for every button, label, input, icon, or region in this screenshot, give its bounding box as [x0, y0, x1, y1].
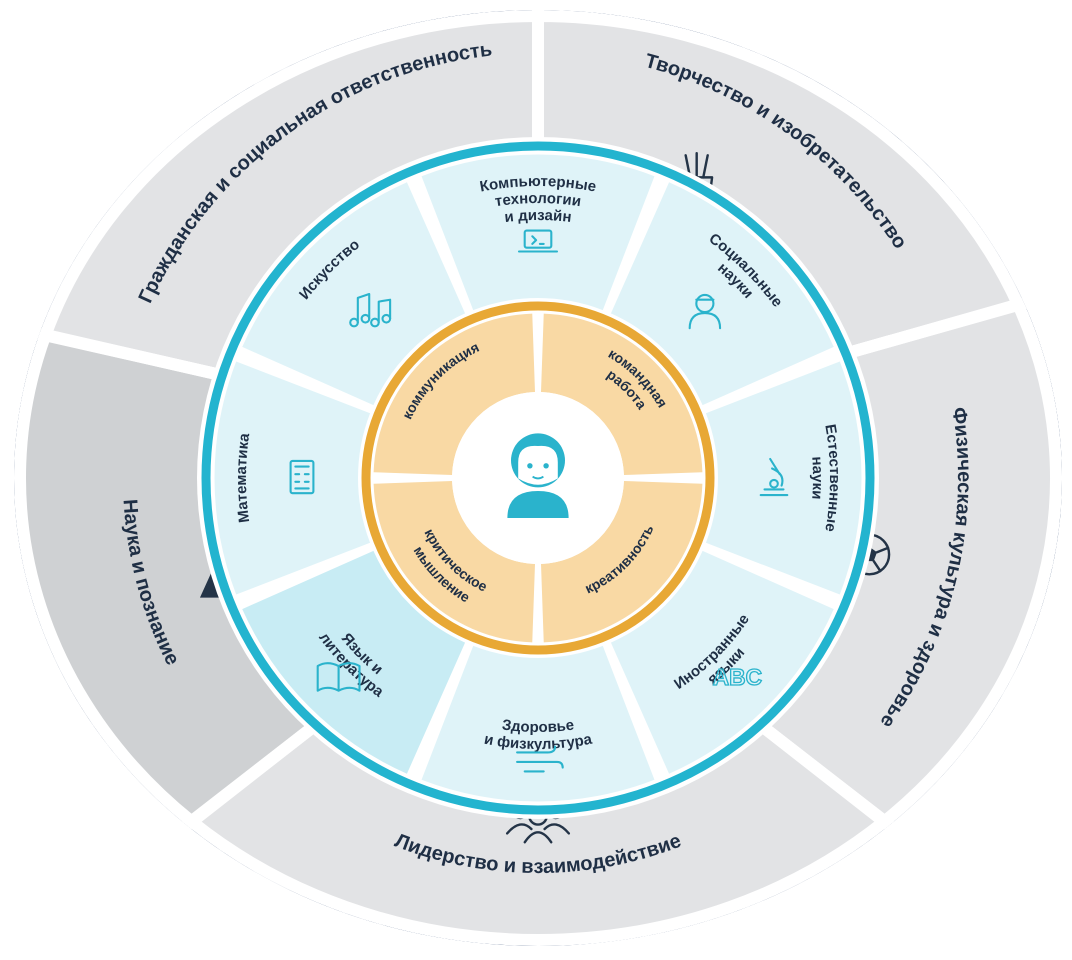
middle-sector-label: Здоровье [501, 716, 575, 736]
middle-sector-label-path: технологии [494, 190, 582, 210]
child-face-icon [507, 433, 569, 518]
middle-sector [705, 361, 862, 595]
inner-quadrant [373, 313, 535, 475]
calculator-icon [289, 459, 315, 495]
outer-divider [756, 720, 891, 830]
outer-divider [844, 297, 1024, 360]
middle-sector-label-path: и дизайн [504, 207, 573, 226]
outer-divider [185, 720, 320, 830]
middle-sector [610, 182, 834, 406]
middle-sector-label-path: Здоровье [501, 716, 575, 736]
outer-divider [40, 328, 224, 382]
middle-sector-label: науки [808, 456, 826, 500]
music-notes-icon [349, 292, 392, 328]
middle-sector-label-path: Математика [233, 432, 253, 524]
middle-sector-label: Математика [233, 432, 253, 524]
open-book-icon [316, 662, 361, 692]
svg-text:ABC: ABC [713, 664, 762, 690]
middle-sector-label: и физкультура [483, 731, 594, 753]
abc-letters-icon: ABC [712, 663, 763, 690]
middle-sector [214, 361, 371, 595]
inner-quadrant [373, 481, 535, 643]
wind-lines-icon [516, 745, 564, 773]
middle-sector [421, 154, 655, 311]
middle-sector-label-path: и физкультура [483, 731, 594, 753]
middle-sector [421, 645, 655, 802]
inner-quadrant [541, 481, 703, 643]
teal-ring [201, 141, 875, 815]
middle-sector-label-path: Компьютерные [478, 173, 597, 196]
middle-sector [242, 550, 466, 774]
middle-sector-label-path: науки [808, 456, 826, 500]
middle-sector-label: Компьютерные [478, 173, 597, 196]
middle-sector [610, 550, 834, 774]
middle-sector-label: Естественные [821, 423, 843, 533]
gold-ring [361, 301, 715, 655]
middle-sector [242, 182, 466, 406]
person-bust-icon [688, 293, 722, 330]
inner-quadrant [541, 313, 703, 475]
middle-sector-label: и дизайн [504, 207, 573, 226]
middle-sector-label: технологии [494, 190, 582, 210]
microscope-icon [759, 457, 789, 497]
laptop-icon [517, 229, 559, 253]
middle-sector-label-path: Естественные [821, 423, 843, 533]
